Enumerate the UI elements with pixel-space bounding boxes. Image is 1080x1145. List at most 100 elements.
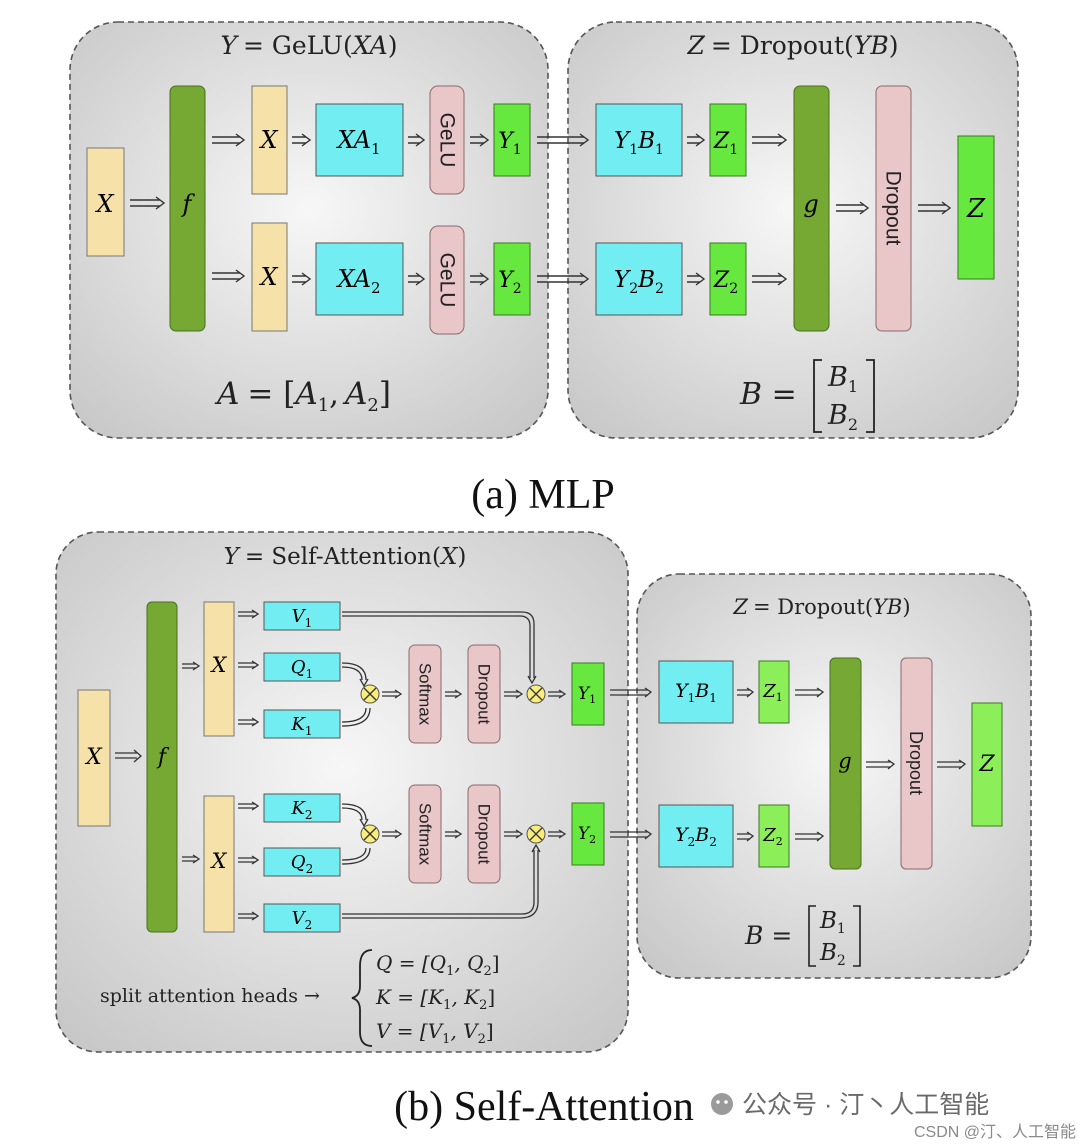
- svg-text:B2: B2: [819, 940, 846, 969]
- svg-text:B1: B1: [819, 908, 846, 937]
- att-softmax2-label: Softmax: [416, 803, 435, 866]
- att-mul3-icon: [526, 684, 546, 704]
- att-input-x-box: [77, 689, 111, 827]
- att-g-box: [829, 657, 862, 870]
- mlp-caption: (a) MLP: [471, 472, 614, 518]
- mlp-formula-a: A= [A1,A2]: [214, 376, 391, 416]
- mlp-left-title: Y= GeLU(XA): [221, 31, 398, 60]
- att-q2-box: [263, 847, 341, 877]
- mlp-dropout-label: Dropout: [882, 171, 905, 246]
- att-softmax2-box: [408, 784, 442, 884]
- att-q1-box: [263, 652, 341, 682]
- att-y2-box: [571, 802, 605, 866]
- mlp-z-box: [957, 135, 995, 280]
- att-z1-box: [758, 660, 790, 724]
- att-softmax1-label: Softmax: [416, 663, 435, 726]
- att-y1-box: [571, 662, 605, 726]
- att-g-label: g: [838, 749, 851, 773]
- att-y1b1-label: Y1B1: [675, 680, 717, 705]
- mlp-gelu1-label: GeLU: [436, 113, 459, 168]
- mlp-z2-label: Z2: [713, 268, 738, 297]
- att-formula-b: B = B1 B2: [744, 905, 861, 969]
- mlp-z1-label: Z1: [713, 129, 738, 158]
- mlp-section: Y= GeLU(XA) Z= Dropout(YB) X f X X XA1 X…: [69, 21, 1019, 518]
- att-z2-label: Z2: [762, 825, 783, 848]
- att-y2b2-label: Y2B2: [675, 824, 717, 849]
- att-y1b1-box: [658, 660, 734, 724]
- att-dropout-box: [900, 657, 933, 870]
- watermark-wechat: 公众号 · 汀丶人工智能: [742, 1091, 989, 1119]
- att-x2-label: X: [210, 849, 228, 873]
- mlp-y2b2-box: [595, 242, 683, 316]
- att-dropout-label: Dropout: [906, 731, 926, 795]
- mlp-dropout-box: [875, 85, 912, 332]
- att-z1-label: Z1: [762, 681, 783, 704]
- svg-text:B =: B =: [739, 377, 797, 412]
- att-k1-box: [263, 709, 341, 739]
- att-split-brace: [351, 949, 373, 1047]
- mlp-y1-label: Y1: [498, 129, 521, 158]
- att-z-box: [971, 702, 1003, 827]
- att-k2-label: K2: [290, 798, 312, 822]
- att-x2-box: [203, 795, 235, 933]
- att-v1-label: V1: [292, 606, 313, 630]
- att-v2-label: V2: [292, 908, 313, 932]
- mlp-xa1-label: XA1: [335, 126, 380, 158]
- mlp-x2-label: X: [258, 263, 278, 291]
- att-left-panel: [55, 531, 629, 1053]
- mlp-input-x-label: X: [94, 190, 114, 218]
- mlp-y2b2-label: Y2B2: [614, 267, 664, 297]
- att-left-title: Y= Self-Attention(X): [224, 544, 467, 570]
- mlp-right-title: Z= Dropout(YB): [687, 31, 899, 60]
- mlp-gelu2-label: GeLU: [436, 253, 459, 308]
- mlp-xa1-box: [315, 103, 404, 177]
- mlp-g-label: g: [803, 190, 818, 218]
- att-x1-label: X: [210, 653, 228, 677]
- att-q1-label: Q1: [291, 657, 313, 681]
- mlp-y2-label: Y2: [498, 268, 521, 297]
- att-eq-q: Q = [Q1, Q2]: [376, 951, 500, 979]
- att-split-label: split attention heads →: [100, 985, 320, 1007]
- att-x1-box: [203, 601, 235, 737]
- att-q2-label: Q2: [291, 852, 313, 876]
- mlp-formula-b: B = B1 B2: [739, 359, 875, 434]
- mlp-xa2-label: XA2: [335, 265, 380, 297]
- att-softmax1-box: [408, 644, 442, 744]
- att-arrows: [115, 609, 967, 921]
- att-eq-v: V = [V1, V2]: [376, 1019, 494, 1047]
- mlp-x2-box: [251, 222, 288, 332]
- wechat-icon: [711, 1093, 733, 1115]
- att-y2-label: Y2: [578, 824, 596, 846]
- att-caption: (b) Self-Attention: [394, 1084, 694, 1130]
- att-mul4-icon: [526, 824, 546, 844]
- mlp-z2-box: [709, 242, 747, 316]
- mlp-x1-box: [251, 85, 288, 195]
- mlp-g-box: [793, 85, 830, 332]
- mlp-right-panel: [567, 21, 1019, 439]
- att-mul1-icon: [360, 684, 380, 704]
- mlp-gelu2-box: [429, 225, 465, 335]
- mlp-y2-box: [493, 242, 531, 316]
- attention-section: Y= Self-Attention(X) Z= Dropout(YB) X f …: [55, 531, 1032, 1130]
- watermark: 公众号 · 汀丶人工智能 CSDN @汀、人工智能: [711, 1091, 1076, 1141]
- att-right-title: Z= Dropout(YB): [732, 595, 910, 619]
- mlp-arrows: [130, 133, 952, 286]
- watermark-csdn: CSDN @汀、人工智能: [914, 1123, 1076, 1141]
- att-y1-label: Y1: [578, 684, 596, 706]
- mlp-y1b1-box: [595, 103, 683, 177]
- att-input-x-label: X: [84, 745, 103, 770]
- att-dropout2-label: Dropout: [475, 804, 494, 865]
- att-eq-k: K = [K1, K2]: [375, 985, 495, 1013]
- att-k1-label: K1: [290, 714, 312, 738]
- mlp-z1-box: [709, 103, 747, 177]
- att-dropout1-label: Dropout: [475, 664, 494, 725]
- att-f-box: [146, 601, 178, 933]
- att-y2b2-box: [658, 804, 734, 868]
- mlp-xa2-box: [315, 242, 404, 316]
- mlp-y1b1-label: Y1B1: [614, 128, 664, 158]
- svg-text:B =: B =: [744, 921, 792, 950]
- att-k2-box: [263, 793, 341, 823]
- att-v1-box: [263, 601, 341, 631]
- att-z-label: Z: [978, 752, 995, 777]
